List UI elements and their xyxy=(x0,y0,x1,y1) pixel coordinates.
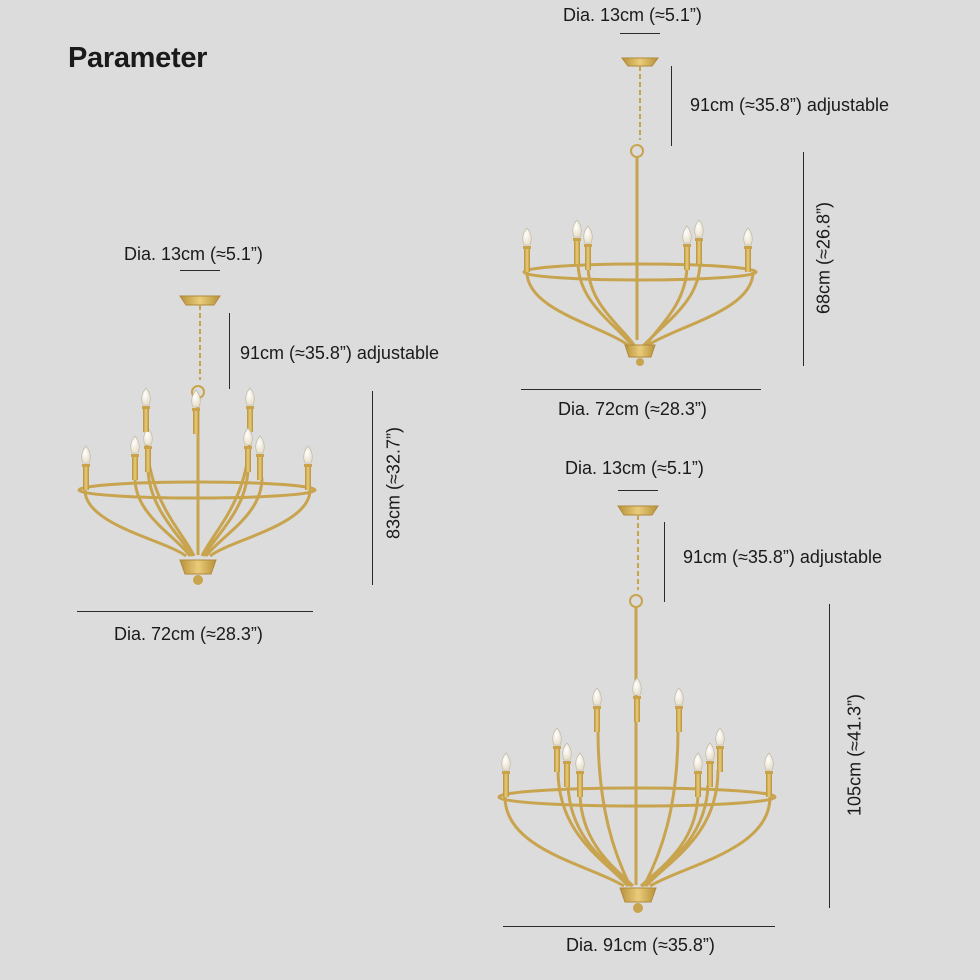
top-height-line xyxy=(803,152,804,366)
left-canopy-dia-label: Dia. 13cm (≈5.1”) xyxy=(124,244,263,264)
left-chain-line xyxy=(229,313,230,389)
chandelier-left xyxy=(77,295,317,585)
bottom-dia-label: Dia. 91cm (≈35.8”) xyxy=(566,935,715,955)
bottom-canopy-dia-label: Dia. 13cm (≈5.1”) xyxy=(565,458,704,478)
top-dia-line xyxy=(521,389,761,390)
left-dia-line xyxy=(77,611,313,612)
left-height-line xyxy=(372,391,373,585)
bottom-height-line xyxy=(829,604,830,908)
chandelier-top xyxy=(522,57,758,366)
page-title: Parameter xyxy=(68,42,208,74)
bottom-chain-line xyxy=(664,522,665,602)
top-canopy-dia-line xyxy=(620,33,660,34)
bottom-chain-label: 91cm (≈35.8”) adjustable xyxy=(683,547,882,567)
left-chain-label: 91cm (≈35.8”) adjustable xyxy=(240,343,439,363)
top-canopy-dia-label: Dia. 13cm (≈5.1”) xyxy=(563,5,702,25)
left-dia-label: Dia. 72cm (≈28.3”) xyxy=(114,624,263,644)
bottom-canopy-dia-line xyxy=(618,490,658,491)
left-canopy-dia-line xyxy=(180,270,220,271)
top-dia-label: Dia. 72cm (≈28.3”) xyxy=(558,399,707,419)
bottom-dia-line xyxy=(503,926,775,927)
top-chain-label: 91cm (≈35.8”) adjustable xyxy=(690,95,889,115)
chandelier-bottom xyxy=(497,505,777,913)
top-chain-line xyxy=(671,66,672,146)
